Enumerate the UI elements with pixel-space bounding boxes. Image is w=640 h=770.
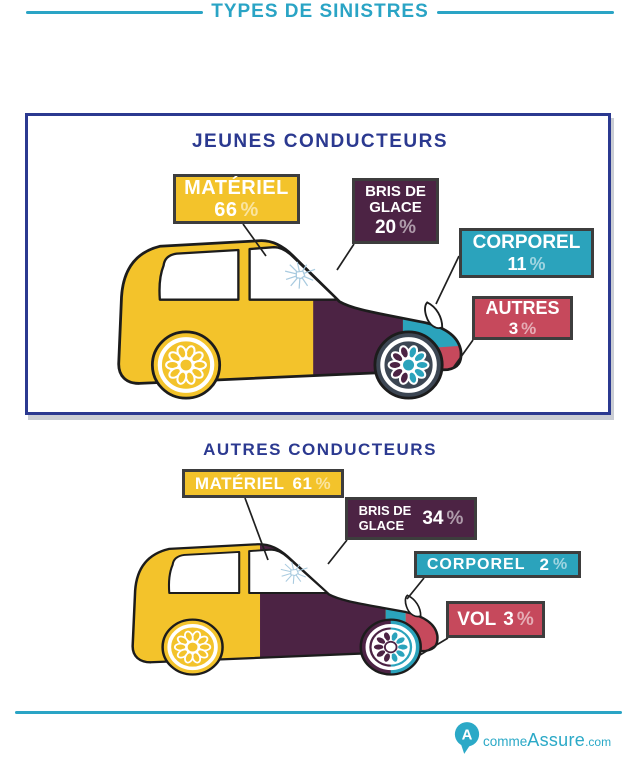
label-unit: % xyxy=(315,473,332,493)
front-wheel xyxy=(359,618,422,676)
label-unit: % xyxy=(399,217,417,239)
title-line-left xyxy=(26,10,204,14)
other-drivers-car-illustration xyxy=(131,543,439,676)
label-bris-de-glace-other: BRIS DE GLACE 34% xyxy=(345,497,477,540)
logo-initial: A xyxy=(462,726,473,743)
footer-divider-line xyxy=(15,711,622,714)
label-text: MATÉRIEL xyxy=(194,473,285,493)
label-unit: % xyxy=(552,555,569,573)
title-line-right xyxy=(436,10,614,14)
label-value: 66 xyxy=(214,199,238,221)
label-value: 34 xyxy=(422,507,444,529)
label-unit: % xyxy=(446,507,464,529)
label-text: VOL xyxy=(457,608,497,630)
label-autres-young: AUTRES 3% xyxy=(472,296,573,340)
front-wheel xyxy=(373,330,444,400)
logo-text-assure: Assure xyxy=(527,730,586,750)
logo-bubble-icon: A xyxy=(454,722,480,754)
logo-text-comme: comme xyxy=(483,734,528,749)
brand-logo: A comme Assure .com xyxy=(453,721,611,755)
label-corporel-other: CORPOREL 2 % xyxy=(414,551,581,578)
other-drivers-heading: AUTRES CONDUCTEURS xyxy=(203,440,437,459)
rear-wheel xyxy=(150,330,222,400)
label-vol-other: VOL 3 % xyxy=(446,601,545,638)
label-value: 61 xyxy=(292,473,313,493)
rear-wheel xyxy=(161,618,224,676)
page-title: TYPES DE SINISTRES xyxy=(211,1,429,22)
label-materiel-other: MATÉRIEL 61 % xyxy=(182,469,344,498)
label-text: GLACE xyxy=(358,517,405,533)
label-text: GLACE xyxy=(369,199,422,217)
label-text: CORPOREL xyxy=(426,555,526,573)
label-value: 20 xyxy=(374,217,397,239)
label-unit: % xyxy=(529,253,546,274)
rear-window xyxy=(167,550,241,594)
young-drivers-car-illustration xyxy=(117,239,463,400)
label-text: MATÉRIEL xyxy=(184,176,289,199)
title-block: TYPES DE SINISTRES xyxy=(0,0,640,24)
headlight xyxy=(424,301,444,329)
young-drivers-heading: JEUNES CONDUCTEURS xyxy=(191,131,449,152)
label-bris-de-glace-young: BRIS DE GLACE 20% xyxy=(352,178,439,244)
label-value: 11 xyxy=(507,253,527,274)
windshield-crack-icon xyxy=(280,561,308,584)
label-unit: % xyxy=(516,608,534,630)
rear-window xyxy=(158,248,240,301)
label-unit: % xyxy=(240,199,259,221)
label-text: CORPOREL xyxy=(472,232,581,254)
label-value: 3 xyxy=(503,608,514,630)
label-value: 3 xyxy=(508,318,519,338)
label-corporel-young: CORPOREL 11% xyxy=(459,228,594,278)
label-text: BRIS DE xyxy=(358,502,412,518)
label-unit: % xyxy=(521,318,537,338)
label-materiel-young: MATÉRIEL 66% xyxy=(173,174,300,224)
logo-text-domain: .com xyxy=(585,735,612,749)
label-text: AUTRES xyxy=(485,298,560,319)
label-text: BRIS DE xyxy=(365,182,426,200)
label-value: 2 xyxy=(539,554,550,574)
headlight xyxy=(404,594,422,618)
windshield-crack-icon xyxy=(284,261,316,289)
